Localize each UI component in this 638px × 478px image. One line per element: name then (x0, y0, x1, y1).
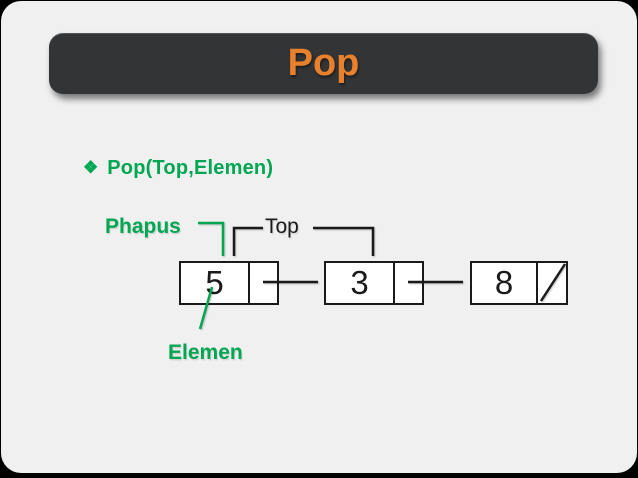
label-elemen: Elemen (168, 341, 243, 364)
node-1-next-pointer-cell (250, 263, 277, 303)
phapus-to-node1-arrow (198, 221, 225, 256)
list-node-2: 3 (324, 261, 424, 305)
bullet-text: Pop(Top,Elemen) (107, 157, 274, 179)
slide-title: Pop (287, 42, 360, 84)
node-3-next-pointer-cell (538, 263, 566, 303)
list-node-1: 5 (179, 261, 279, 305)
node-2-value: 3 (326, 263, 395, 303)
bullet-line: ❖ Pop(Top,Elemen) (83, 157, 273, 179)
top-to-node2-arrow (313, 226, 375, 256)
node-3-value: 8 (472, 263, 538, 303)
list-node-3: 8 (470, 261, 568, 305)
node-2-next-pointer-cell (395, 263, 422, 303)
label-phapus: Phapus (105, 215, 181, 238)
label-top-pointer: Top (265, 215, 299, 238)
node-1-value: 5 (181, 263, 250, 303)
top-to-node1-arrow (232, 226, 263, 256)
diamond-bullet-icon: ❖ (83, 158, 99, 177)
slide-title-bar: Pop (49, 33, 598, 94)
